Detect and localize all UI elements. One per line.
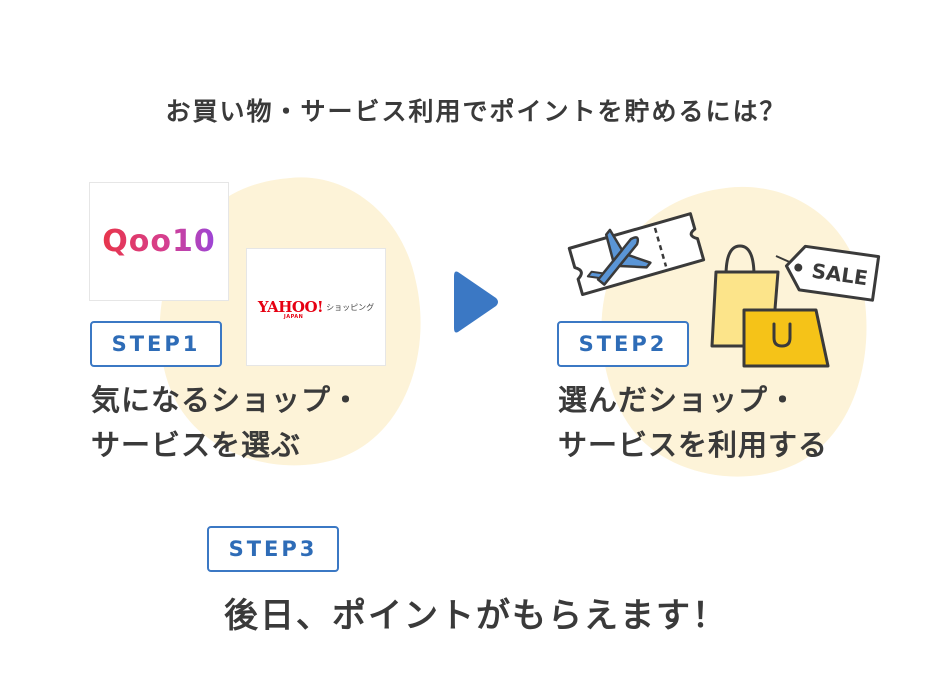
step1-badge: STEP1 — [90, 321, 222, 367]
airplane-ticket-icon — [567, 212, 706, 297]
page-title: お買い物・サービス利用でポイントを貯めるには？ — [165, 97, 787, 126]
yahoo-shopping-logo: YAHOO! JAPAN ショッピング — [257, 297, 375, 320]
step1-description: 気になるショップ・ サービスを選ぶ — [91, 378, 361, 468]
step1-description-line2: サービスを選ぶ — [91, 428, 302, 462]
play-triangle-icon — [454, 271, 498, 333]
yahoo-japan-text: JAPAN — [283, 313, 304, 320]
step2-description-line1: 選んだショップ・ — [558, 383, 799, 417]
step2-description-line2: サービスを利用する — [558, 428, 829, 462]
qoo10-logo-card[interactable]: Qoo10 — [89, 182, 229, 301]
sale-tag-icon: SALE — [775, 244, 881, 302]
step1-description-line1: 気になるショップ・ — [91, 383, 362, 417]
step3-description: 後日、ポイントがもらえます！ — [224, 596, 728, 636]
yahoo-shopping-logo-card[interactable]: YAHOO! JAPAN ショッピング — [246, 248, 386, 366]
step2-description: 選んだショップ・ サービスを利用する — [558, 378, 828, 468]
qoo10-logo: Qoo10 — [102, 224, 216, 259]
yahoo-logo-text: YAHOO! JAPAN — [257, 297, 324, 320]
shopping-bag-icon — [710, 244, 830, 368]
step3-badge: STEP3 — [207, 526, 339, 572]
yahoo-shopping-text: ショッピング — [326, 302, 375, 312]
step2-badge: STEP2 — [557, 321, 689, 367]
